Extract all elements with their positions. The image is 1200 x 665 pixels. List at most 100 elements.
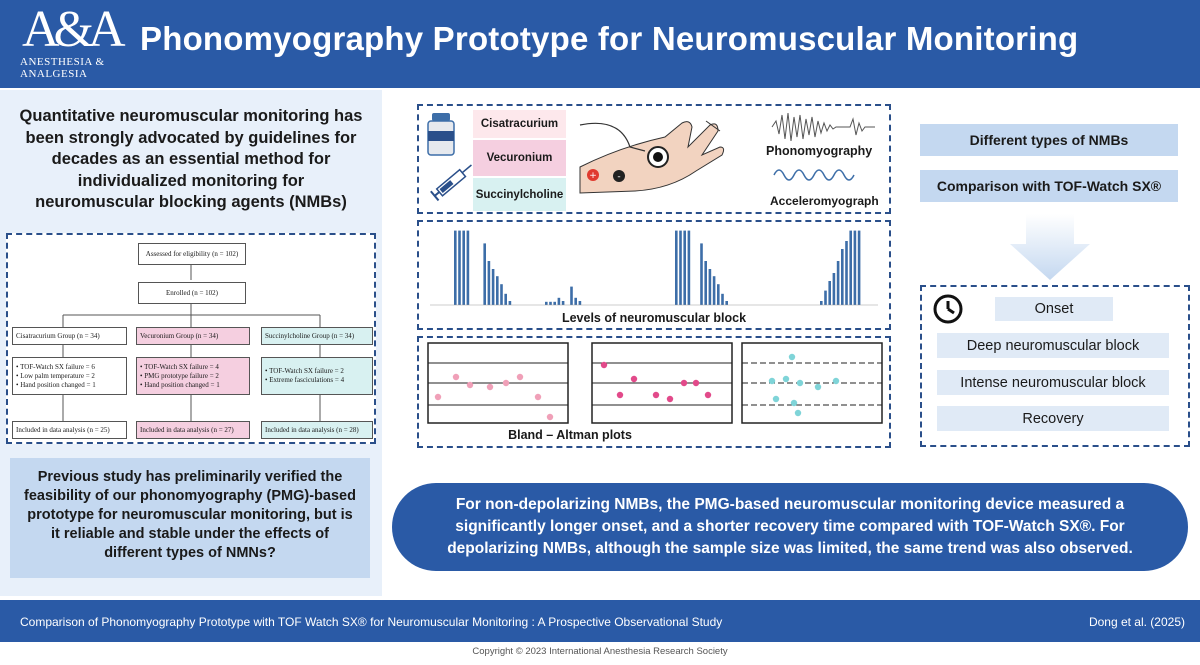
level-bar	[570, 286, 573, 305]
flow-included-vecuronium: Included in data analysis (n = 27)	[136, 421, 250, 439]
exclusion-item: PMG prototype failure = 2	[140, 372, 220, 381]
level-bar	[687, 230, 691, 305]
footer-citation: Comparison of Phonomyography Prototype w…	[20, 615, 723, 629]
bland-altman-point	[832, 377, 840, 385]
exclusion-item: Low palm temperature = 2	[16, 372, 96, 381]
level-bar	[574, 297, 577, 305]
intro-text: Quantitative neuromuscular monitoring ha…	[19, 107, 363, 211]
header-bar: A&A ANESTHESIA & ANALGESIA Phonomyograph…	[0, 0, 1200, 88]
bland-altman-point	[600, 361, 608, 369]
consort-flowchart: Assessed for eligibility (n = 102) Enrol…	[6, 233, 376, 444]
logo-text: ANESTHESIA & ANALGESIA	[20, 56, 105, 80]
level-bar	[700, 243, 703, 305]
clock-icon	[933, 294, 963, 324]
level-bar	[561, 301, 565, 305]
level-bar	[675, 230, 678, 305]
exclusion-item: TOF-Watch SX failure = 6	[16, 363, 96, 372]
level-bar	[708, 269, 712, 305]
bland-altman-point	[452, 373, 460, 381]
setup-illustration: + -	[427, 112, 875, 202]
bland-altman-point	[666, 395, 674, 403]
flow-group-cisatracurium: Cisatracurium Group (n = 34)	[12, 327, 127, 345]
flow-group-succinylcholine: Succinylcholine Group (n = 34)	[261, 327, 373, 345]
bland-altman-point	[692, 379, 700, 387]
svg-text:+: +	[589, 171, 597, 181]
level-bar	[828, 281, 831, 305]
vial-icon	[427, 113, 455, 156]
level-bar	[545, 301, 548, 305]
bland-altman-point	[486, 383, 494, 391]
levels-chart	[430, 230, 878, 306]
level-bar	[496, 276, 499, 305]
bland-altman-point	[616, 391, 624, 399]
bland-altman-point	[466, 381, 474, 389]
flow-exclusions-vecuronium: TOF-Watch SX failure = 4 PMG prototype f…	[136, 357, 250, 395]
bland-altman-point	[790, 399, 798, 407]
level-bar	[836, 261, 840, 305]
bland-altman-point	[652, 391, 660, 399]
level-bar	[721, 293, 724, 305]
level-bar	[454, 230, 457, 305]
level-bar	[712, 276, 716, 305]
level-bar	[557, 297, 561, 305]
level-bar	[462, 230, 465, 305]
phase-onset: Onset	[995, 297, 1113, 321]
level-bar	[466, 230, 470, 305]
level-bar	[508, 301, 512, 305]
exclusion-item: Hand position changed = 1	[16, 381, 96, 390]
level-bar	[487, 261, 491, 305]
flow-enrolled: Enrolled (n = 102)	[138, 282, 246, 304]
bland-altman-point	[434, 393, 442, 401]
level-bar	[824, 290, 827, 305]
bland-altman-point	[680, 379, 688, 387]
drug-cisatracurium: Cisatracurium	[473, 110, 566, 138]
bland-altman-point	[768, 377, 776, 385]
down-arrow-icon	[1010, 214, 1090, 280]
phase-recovery: Recovery	[937, 406, 1169, 431]
level-bar	[849, 230, 852, 305]
flow-exclusions-succinylcholine: TOF-Watch SX failure = 2 Extreme fascicu…	[261, 357, 373, 395]
previous-study-text: Previous study has preliminarily verifie…	[10, 458, 370, 578]
pmg-waveform	[771, 112, 875, 142]
level-bar	[832, 273, 836, 305]
label-phonomyography: Phonomyography	[766, 144, 873, 158]
level-bar	[500, 284, 503, 305]
bland-altman-point	[704, 391, 712, 399]
level-bar	[491, 269, 495, 305]
label-acceleromyograph: Acceleromyograph	[770, 194, 879, 208]
bland-altman-point	[788, 353, 796, 361]
logo-mark: A&A	[22, 1, 126, 58]
bland-altman-point	[546, 413, 554, 421]
level-bar	[553, 301, 556, 305]
level-bar	[820, 301, 823, 305]
levels-panel	[417, 220, 891, 330]
phase-intense-block: Intense neuromuscular block	[937, 370, 1169, 395]
item-tof-comparison: Comparison with TOF-Watch SX®	[920, 170, 1178, 202]
level-bar	[549, 301, 552, 305]
flow-exclusions-cisatracurium: TOF-Watch SX failure = 6 Low palm temper…	[12, 357, 127, 395]
bland-altman-point	[782, 375, 790, 383]
level-bar	[683, 230, 686, 305]
bland-altman-point	[794, 409, 802, 417]
amg-waveform	[773, 169, 855, 181]
drug-succinylcholine: Succinylcholine	[473, 178, 566, 211]
level-bar	[841, 249, 844, 305]
level-bar	[845, 241, 848, 305]
exclusion-item: Hand position changed = 1	[140, 381, 220, 390]
level-bar	[857, 230, 861, 305]
svg-text:-: -	[617, 172, 620, 182]
level-bar	[704, 261, 707, 305]
flowchart-connectors	[62, 265, 321, 421]
drug-vecuronium: Vecuronium	[473, 140, 566, 176]
level-bar	[717, 284, 720, 305]
bland-altman-point	[534, 393, 542, 401]
bland-altman-point	[772, 395, 780, 403]
conclusion-text: For non-depolarizing NMBs, the PMG-based…	[392, 483, 1188, 571]
levels-caption: Levels of neuromuscular block	[561, 311, 747, 325]
syringe-icon	[430, 164, 472, 202]
bland-altman-charts	[427, 342, 883, 424]
level-bar	[504, 293, 507, 305]
copyright-text: Copyright © 2023 International Anesthesi…	[472, 646, 728, 657]
exclusion-item: TOF-Watch SX failure = 2	[265, 367, 344, 376]
hand-illustration: + -	[579, 120, 725, 194]
